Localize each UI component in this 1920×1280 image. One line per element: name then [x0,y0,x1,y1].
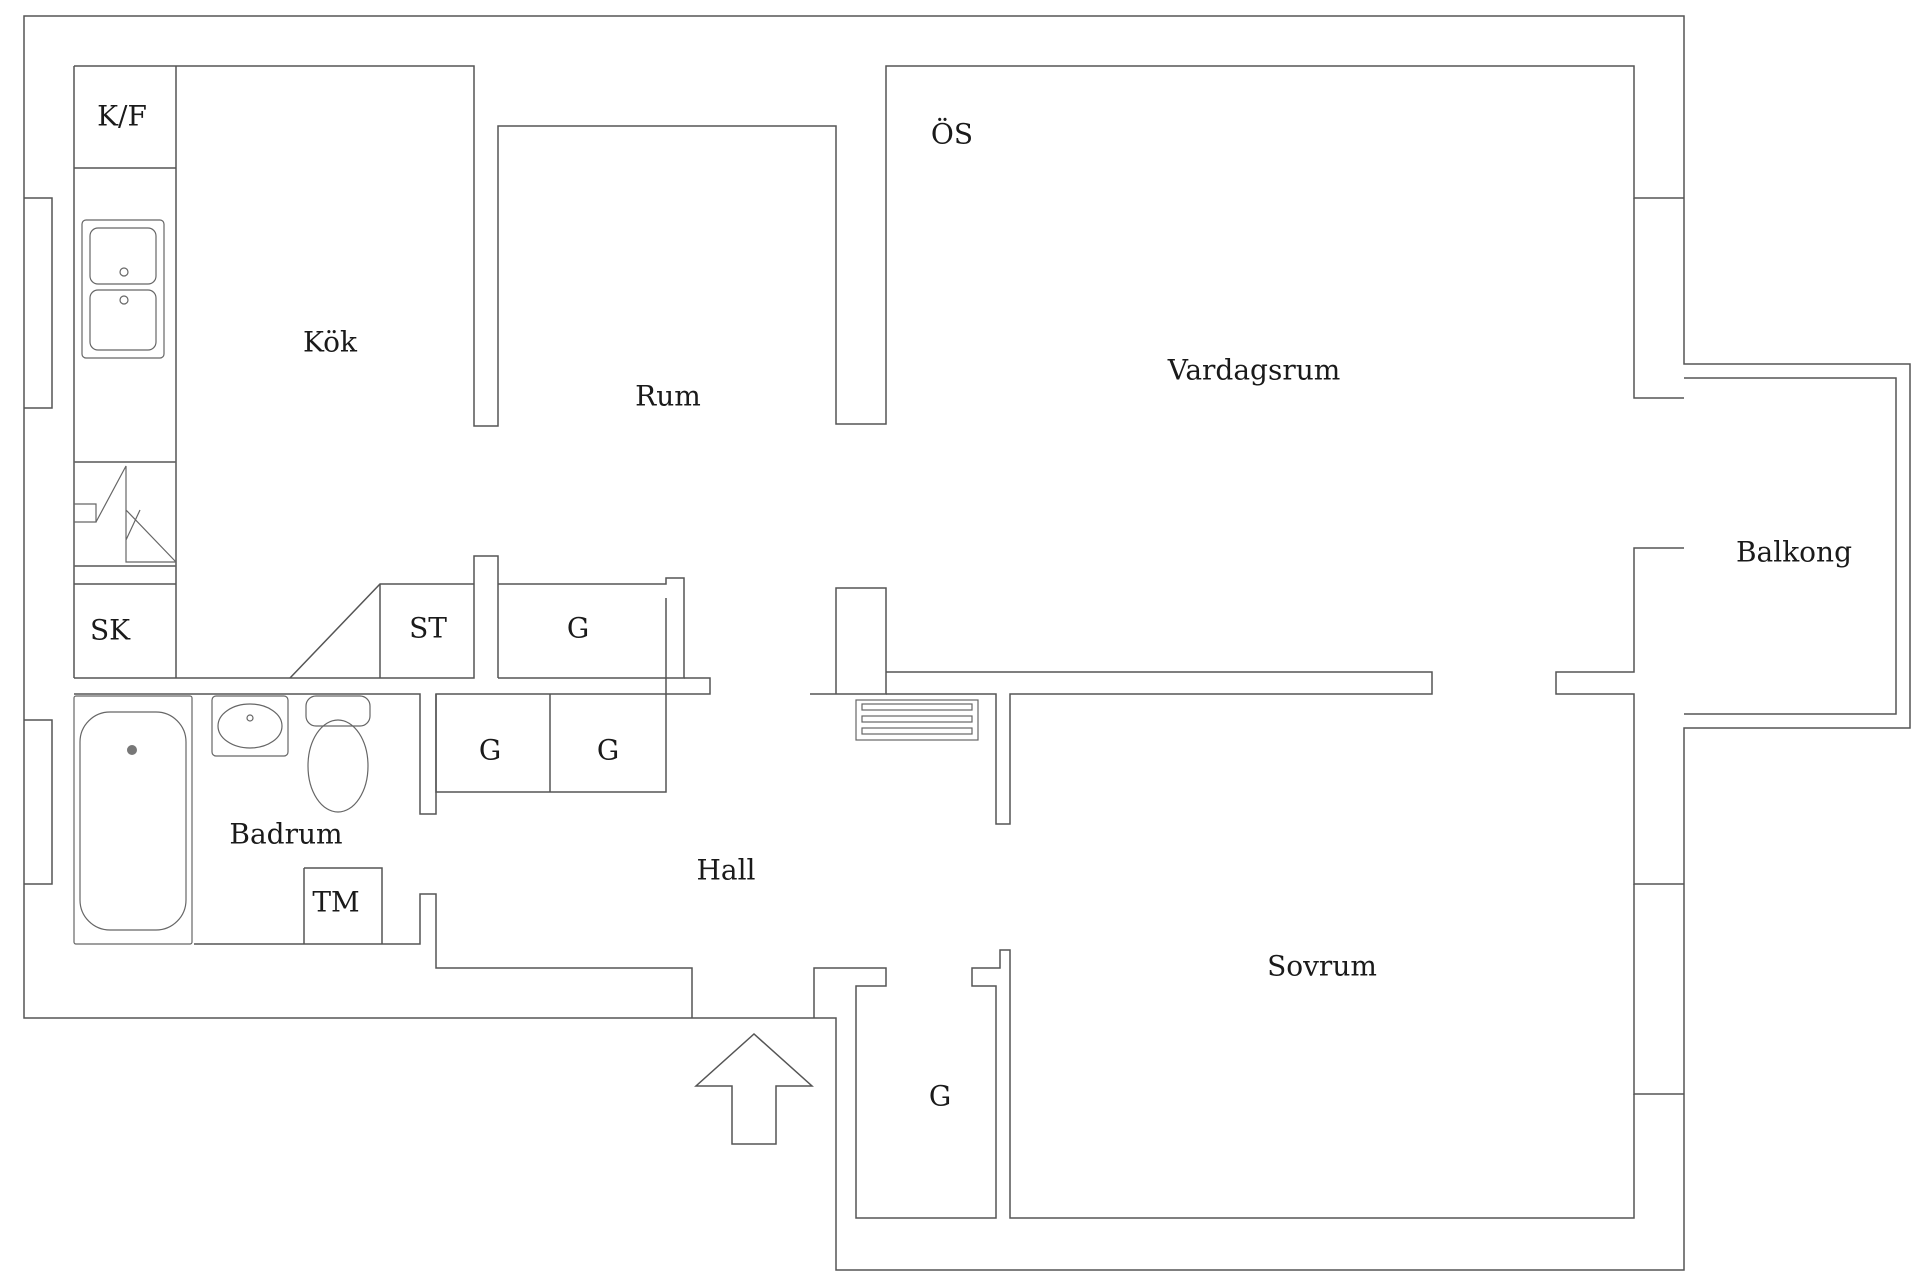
room-label-rum: Rum [635,380,701,413]
fixture-label-g4: G [929,1080,951,1113]
fixture-label-g2: G [479,734,501,767]
fixture-label-os: ÖS [931,117,973,151]
toilet-icon [305,695,371,813]
radiator-icon [855,699,979,741]
inner-walls [24,65,1684,1219]
fixture-label-st: ST [409,612,447,645]
room-label-kok: Kök [303,326,358,359]
washbasin-icon [211,695,289,757]
room-labels: Kök Rum Vardagsrum Balkong Badrum Hall S… [229,326,1852,983]
fixture-label-g3: G [597,734,619,767]
stove-icon [73,461,177,567]
room-label-badrum: Badrum [229,818,342,851]
double-sink-icon [81,219,165,359]
fixture-label-sk: SK [90,614,131,647]
entrance-arrow-icon [694,1032,814,1145]
outer-walls [23,15,1911,1271]
room-label-vardagsrum: Vardagsrum [1167,354,1341,387]
room-label-hall: Hall [696,854,755,887]
room-label-sovrum: Sovrum [1267,950,1377,983]
fixture-label-kf: K/F [97,100,147,133]
room-label-balkong: Balkong [1736,536,1852,569]
fixture-labels: K/F ÖS SK ST G G G G TM [90,100,973,1113]
bathtub-icon [73,695,193,945]
fixture-label-g1: G [567,612,589,645]
fixture-label-tm: TM [312,886,359,919]
